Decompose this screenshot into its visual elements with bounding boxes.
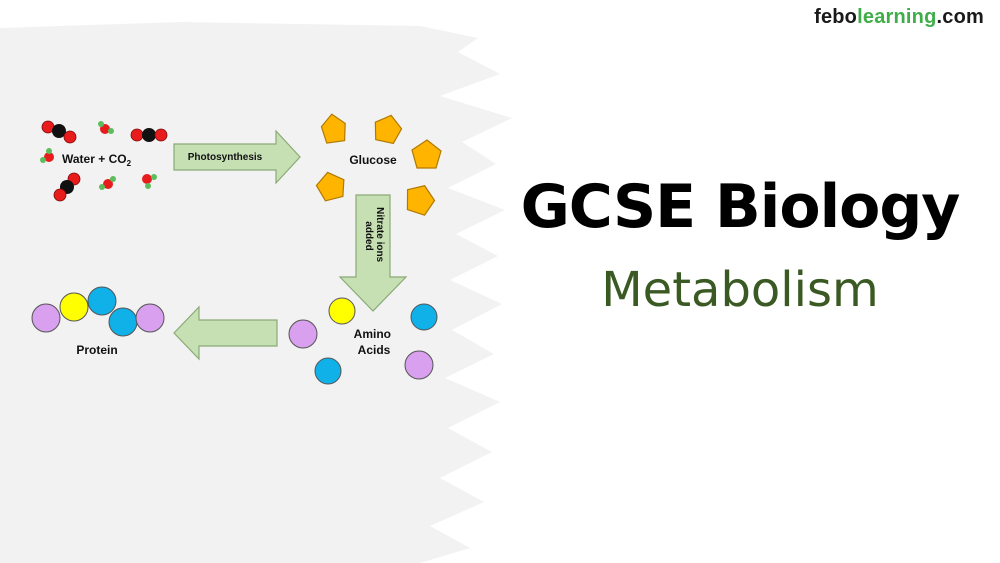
nitrate-label-line1: Nitrate ions xyxy=(374,207,385,262)
water-co2-label: Water + CO2 xyxy=(62,152,132,168)
page-title: GCSE Biology xyxy=(520,172,960,242)
brand-logo-part1: febo xyxy=(814,6,857,28)
protein-amino-acid-icon xyxy=(136,304,164,332)
protein-amino-acid-icon xyxy=(60,293,88,321)
amino-acids-label-line1: Amino xyxy=(354,327,391,341)
brush-background xyxy=(0,22,512,563)
brand-logo-part2: learning xyxy=(857,6,936,28)
protein-amino-acid-icon xyxy=(88,287,116,315)
co2-molecule-icon xyxy=(131,128,167,142)
nitrate-label-line2: added xyxy=(363,221,374,250)
amino-acid-icon xyxy=(329,298,355,324)
amino-acids-label-line2: Acids xyxy=(358,343,391,357)
amino-acid-icon xyxy=(405,351,433,379)
protein-amino-acid-icon xyxy=(109,308,137,336)
protein-label: Protein xyxy=(76,343,117,357)
amino-acid-icon xyxy=(315,358,341,384)
photosynthesis-label: Photosynthesis xyxy=(188,152,263,163)
brand-logo-part3: .com xyxy=(937,6,984,28)
protein-amino-acid-icon xyxy=(32,304,60,332)
amino-acid-icon xyxy=(411,304,437,330)
glucose-label: Glucose xyxy=(349,153,397,167)
brand-logo: febolearning.com xyxy=(814,6,984,29)
page-subtitle: Metabolism xyxy=(520,262,960,318)
amino-acid-icon xyxy=(289,320,317,348)
